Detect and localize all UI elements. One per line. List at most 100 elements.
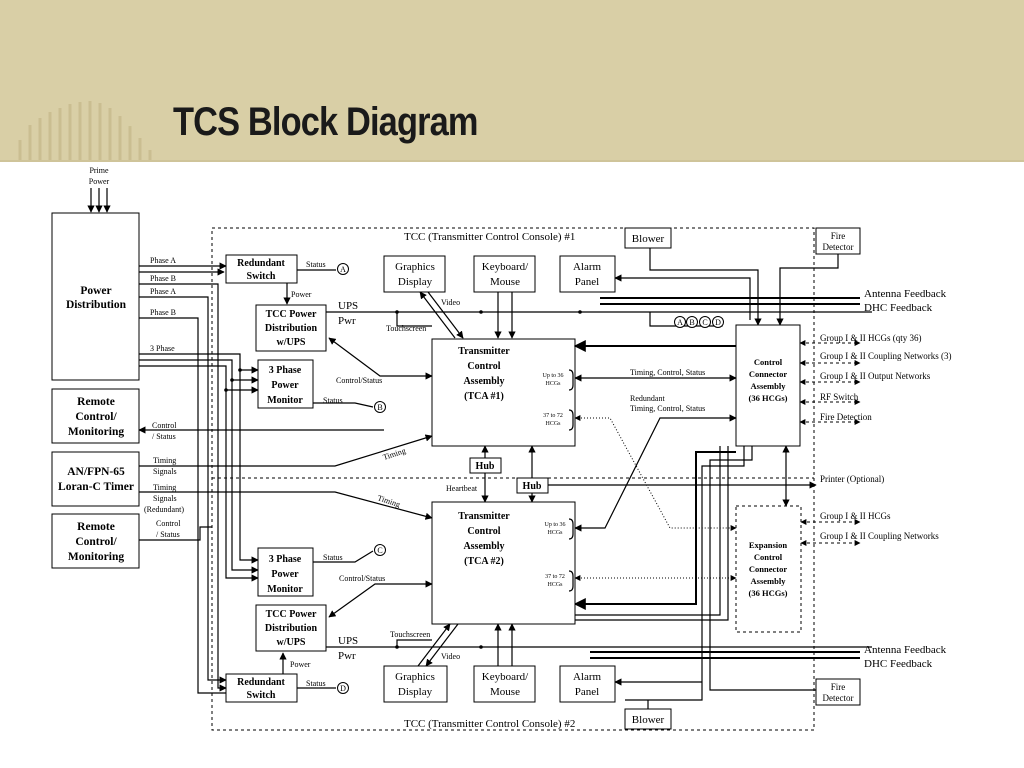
power-distribution-box: [51, 212, 140, 381]
junction-dot: [224, 388, 228, 392]
tcc-power-label: Distribution: [265, 623, 318, 634]
redundant-switch-label: Switch: [247, 271, 276, 282]
console-outline: [211, 227, 815, 731]
remote-label-2: Control/: [75, 536, 117, 548]
phase-label: Phase B: [150, 308, 176, 317]
redundant-switch-label: Redundant: [237, 258, 285, 269]
ecca-label: Assembly: [751, 576, 787, 586]
monitor-label: 3 Phase: [269, 365, 302, 376]
remote-control-box-1: [51, 388, 140, 444]
hcg-label: HCGs: [545, 381, 561, 387]
monitor-label: Power: [271, 569, 299, 580]
tca1-label: Transmitter: [458, 346, 510, 357]
blower-label: Blower: [632, 714, 665, 726]
three-phase-line: [139, 365, 259, 582]
tcc-power-label: TCC Power: [266, 609, 317, 620]
status-label: Status: [306, 260, 326, 269]
printer-label: Printer (Optional): [820, 474, 884, 484]
timing-line-1: [139, 434, 433, 467]
cca-label: Assembly: [751, 381, 787, 391]
alarm-panel-box-2: [559, 665, 616, 703]
tcc-power-ups-box-2: [255, 604, 327, 652]
tca1-bus: [573, 328, 761, 352]
junction-dot: [230, 378, 234, 382]
ups-pwr-label: Pwr: [338, 315, 356, 327]
status-line: [313, 550, 374, 563]
loran-timer-box: [51, 451, 140, 507]
phase-label: Phase B: [150, 274, 176, 283]
ecca-label: Connector: [749, 564, 787, 574]
alarm-link: [614, 274, 751, 320]
fire-label: Detector: [823, 693, 854, 703]
timing-signals-label: Timing: [153, 456, 176, 465]
status-line: [313, 402, 374, 408]
tcs-label: Timing, Control, Status: [630, 368, 705, 377]
keyboard-label: Keyboard/: [482, 261, 529, 273]
tca1-label: Control: [467, 361, 500, 372]
power-distribution-label-2: Distribution: [66, 299, 127, 311]
tcc-power-ups-box-1: [255, 304, 327, 352]
remote-label-3: Monitoring: [68, 426, 124, 438]
keyboard-label: Mouse: [490, 686, 520, 698]
phase-label: 3 Phase: [150, 344, 175, 353]
video-line: [425, 623, 459, 667]
status-label: Status: [306, 679, 326, 688]
tca1-box: [431, 338, 576, 447]
timing-signals-redundant-label: Signals: [153, 494, 177, 503]
marker-b: [374, 401, 386, 413]
redundant-switch-label: Redundant: [237, 677, 285, 688]
redundant-switch-box-2: [225, 673, 298, 703]
prime-power-label-2: Power: [89, 177, 110, 186]
redundant-switch-label: Switch: [247, 690, 276, 701]
cca-output-label: Group I & II Output Networks: [820, 371, 931, 381]
three-phase-line: [139, 359, 259, 574]
graphics-label: Display: [398, 276, 433, 288]
tca2-box: [431, 501, 576, 625]
header-texture: [18, 101, 152, 160]
touchscreen-label: Touchscreen: [386, 324, 426, 333]
marker-a-label: A: [340, 265, 346, 274]
alarm-label: Panel: [575, 276, 599, 288]
tca2-label: Assembly: [463, 541, 504, 552]
hcg-label: HCGs: [545, 421, 561, 427]
remote-control-box-2: [51, 513, 140, 569]
trunk-line: [625, 446, 745, 701]
fire-detector-box-1: [815, 227, 861, 255]
expansion-link: [574, 415, 737, 531]
marker-c-label: C: [377, 546, 382, 555]
ups-pwr-label: Pwr: [338, 650, 356, 662]
loran-label-1: AN/FPN-65: [67, 466, 125, 478]
power-distribution-label-1: Power: [80, 285, 111, 297]
hub-label: Hub: [476, 461, 495, 472]
ecca-box: [735, 505, 802, 633]
video-label: Video: [441, 298, 460, 307]
junction-dot: [578, 310, 582, 314]
graphics-display-box-2: [383, 665, 448, 703]
ecca-label: Control: [754, 552, 783, 562]
cca-label: Control: [754, 357, 783, 367]
tcc-power-label: w/UPS: [277, 637, 306, 648]
marker-label: A: [677, 318, 683, 327]
keyboard-mouse-box-2: [473, 665, 536, 703]
power-label: Power: [290, 660, 311, 669]
phase-b-line: [139, 283, 227, 692]
ecca-output-label: Group I & II HCGs: [820, 511, 891, 521]
junction-dot: [479, 645, 483, 649]
timing-label: Timing: [382, 446, 407, 462]
marker-bus: [649, 312, 723, 327]
control-status-label: Control: [152, 421, 177, 430]
graphics-label: Display: [398, 686, 433, 698]
cca-output-label: Fire Detection: [820, 412, 872, 422]
cca-output-label: Group I & II Coupling Networks (3): [820, 351, 951, 361]
hub-label: Hub: [523, 481, 542, 492]
trunk-line: [575, 446, 721, 616]
power-label: Power: [291, 290, 312, 299]
dhc-label: DHC Feedback: [864, 658, 933, 670]
console2-label: TCC (Transmitter Control Console) #2: [404, 718, 575, 730]
ecca-output-label: Group I & II Coupling Networks: [820, 531, 939, 541]
fire-label: Fire: [831, 682, 846, 692]
blower-link: [649, 248, 762, 326]
status-label: Status: [323, 396, 343, 405]
video-label: Video: [441, 652, 460, 661]
marker-a: [337, 263, 349, 275]
